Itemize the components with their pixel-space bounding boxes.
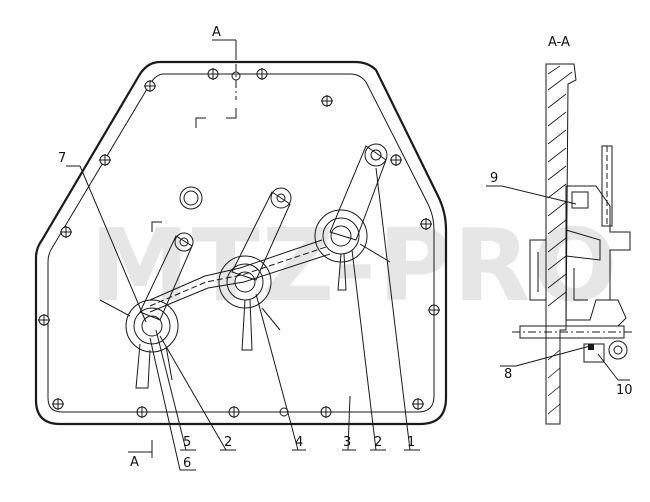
callout-10: 10 <box>616 383 633 398</box>
callout-9: 9 <box>490 171 498 186</box>
callout-2-left: 2 <box>224 435 232 450</box>
section-view-a-a: A-A <box>512 35 634 425</box>
callout-3: 3 <box>343 435 351 450</box>
callout-7: 7 <box>58 151 66 166</box>
callout-labels: 1 2 3 4 2 5 6 7 8 9 10 <box>58 151 633 471</box>
section-view-title: A-A <box>548 35 570 50</box>
cover-inner-outline <box>47 73 435 413</box>
leader-lines <box>66 165 630 471</box>
callout-1: 1 <box>407 435 415 450</box>
lever-left <box>99 232 194 389</box>
cover-outline <box>34 60 448 426</box>
lever-middle <box>218 187 292 351</box>
section-mark-bottom: A <box>130 455 139 470</box>
callout-6: 6 <box>183 456 191 471</box>
callout-5: 5 <box>183 435 191 450</box>
lever-right <box>314 143 391 291</box>
section-mark-top: A <box>212 25 221 40</box>
callout-4: 4 <box>295 435 303 450</box>
callout-2-right: 2 <box>374 435 382 450</box>
cover-plate-front-view: A A <box>34 25 448 470</box>
callout-8: 8 <box>504 367 512 382</box>
perimeter-bolts <box>38 68 440 418</box>
